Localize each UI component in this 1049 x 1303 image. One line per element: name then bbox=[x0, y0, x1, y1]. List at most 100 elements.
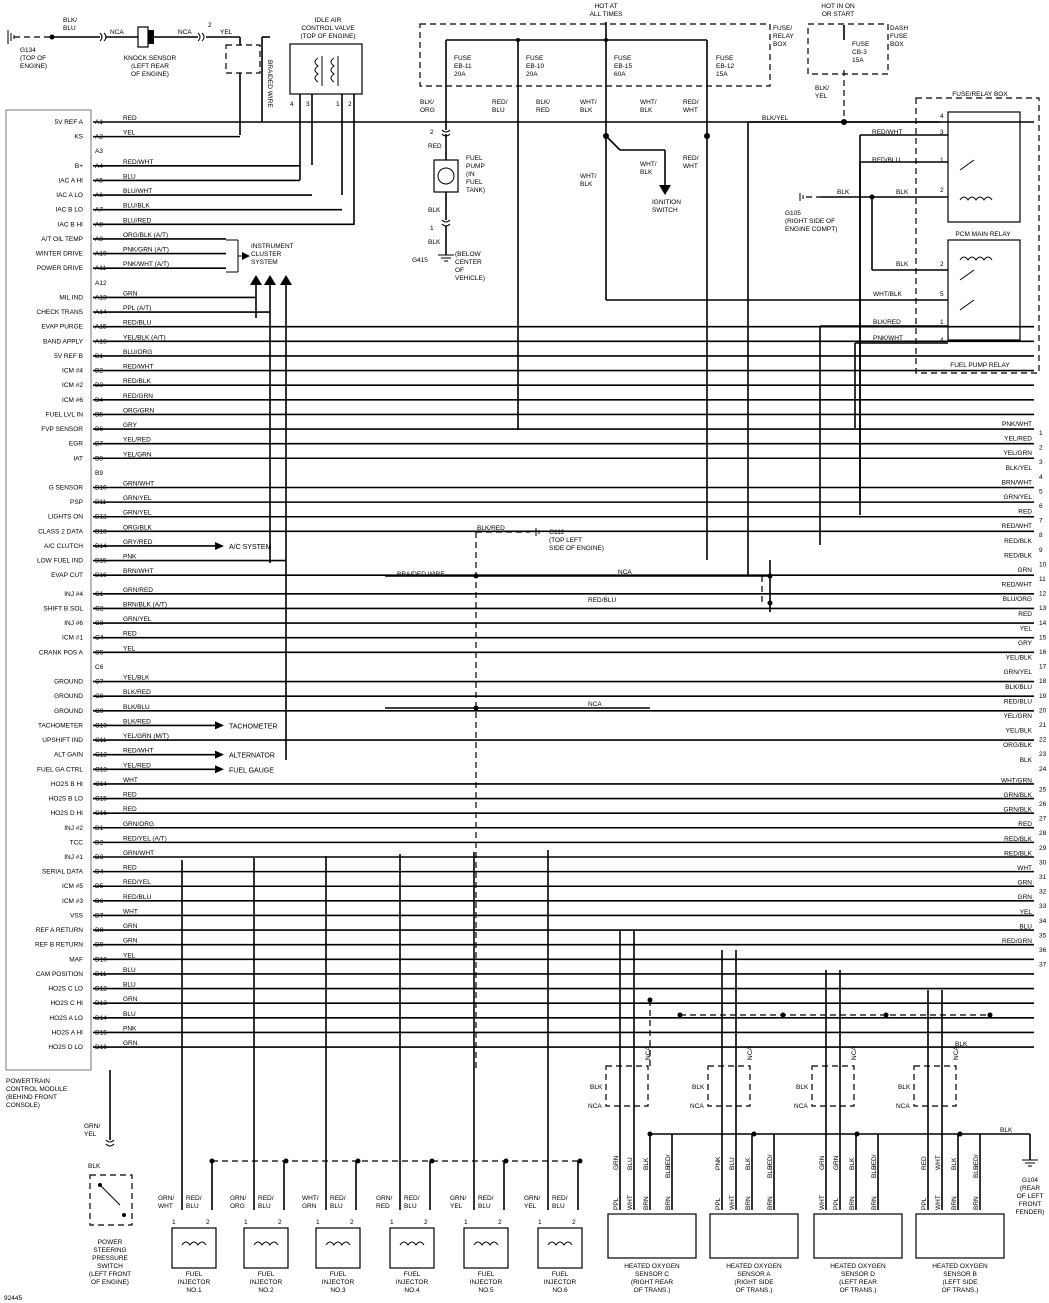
injector-wire-color: RED bbox=[376, 1203, 390, 1210]
o2-wire-color: RED/ bbox=[665, 1154, 672, 1170]
connector-wire-color: GRY bbox=[1018, 640, 1033, 647]
nca-label: NCA bbox=[588, 701, 602, 708]
pcm-wire-color: BLU/ORG bbox=[123, 349, 152, 356]
pcm-pin-label: FUEL GA CTRL bbox=[37, 766, 83, 773]
pcm-wire-color: PNK bbox=[123, 1025, 137, 1032]
knock-sensor-label: OF ENGINE) bbox=[131, 71, 169, 78]
connector-pin-number: 28 bbox=[1039, 830, 1047, 837]
connector-pin-number: 4 bbox=[1039, 474, 1043, 481]
ps-switch-label: POWER bbox=[98, 1239, 123, 1246]
injector-label: NO.3 bbox=[330, 1287, 346, 1294]
ps-switch-label: PRESSURE bbox=[92, 1255, 128, 1262]
pcm-wire-color: BLK/BLU bbox=[123, 704, 150, 711]
pcm-wire-color: RED bbox=[123, 115, 137, 122]
injector-label: NO.5 bbox=[478, 1287, 494, 1294]
connector-pin-number: 22 bbox=[1039, 737, 1047, 744]
o2-wire-color: BLK bbox=[849, 1157, 856, 1170]
iac-pin-number: 4 bbox=[290, 101, 294, 108]
o2-sensor-label: HEATED OXYGEN bbox=[932, 1263, 988, 1270]
pcm-pin-label: ICM #4 bbox=[62, 368, 83, 375]
fuse-cb3-label: CB-3 bbox=[852, 49, 867, 56]
o2-wire-color: BLK bbox=[643, 1157, 650, 1170]
injector-wire-color: RED/ bbox=[258, 1195, 274, 1202]
o2-wire-color: PPL bbox=[613, 1197, 620, 1210]
fuse-label: FUSE bbox=[526, 55, 544, 62]
pcm-caption: POWERTRAIN bbox=[6, 1078, 50, 1085]
relay-wire-color: PNK/WHT bbox=[873, 335, 903, 342]
pcm-pin-label: HO2S B HI bbox=[51, 781, 83, 788]
connector-pin-number: 33 bbox=[1039, 903, 1047, 910]
pcm-pin-label: REF A RETURN bbox=[36, 927, 84, 934]
connector-wire-color: RED/GRN bbox=[1002, 938, 1032, 945]
injector-pin: 2 bbox=[350, 1219, 354, 1226]
connector-wire-color: BLK bbox=[1020, 757, 1033, 764]
pcm-wire-color: YEL/GRN (M/T) bbox=[123, 733, 169, 740]
injector-box bbox=[171, 1227, 217, 1269]
fuse-label: 15A bbox=[716, 71, 728, 78]
connector-pin-number: 21 bbox=[1039, 722, 1047, 729]
o2-wire-color: BLU bbox=[627, 1157, 634, 1170]
pcm-wire-color: YEL bbox=[123, 130, 136, 137]
pcm-wire-color: BRN/WHT bbox=[123, 568, 153, 575]
relay-pin-number: 1 bbox=[940, 157, 944, 164]
o2-nca-label: NCA bbox=[747, 1046, 754, 1060]
nca-label: NCA bbox=[110, 29, 124, 36]
injector-label: NO.4 bbox=[404, 1287, 420, 1294]
pcm-pin-number: A3 bbox=[95, 148, 103, 155]
ignition-wire-color: BLK bbox=[580, 181, 593, 188]
pcm-wire-color: GRN bbox=[123, 923, 138, 930]
connector-pin-number: 2 bbox=[1039, 445, 1043, 452]
connector-pin-number: 8 bbox=[1039, 532, 1043, 539]
pcm-wire-color: BLU bbox=[123, 982, 136, 989]
fuel-pump-label: (IN bbox=[466, 171, 475, 178]
nca-label: NCA bbox=[618, 569, 632, 576]
o2-wire-color: WHT bbox=[819, 1195, 826, 1210]
pcm-wire-color: YEL/GRN bbox=[123, 451, 152, 458]
relay-wire-color: RED/WHT bbox=[872, 129, 902, 136]
pcm-pin-label: TACHOMETER bbox=[38, 722, 83, 729]
fuse-label: 20A bbox=[454, 71, 466, 78]
dash-fuse-box-label: DASH bbox=[890, 25, 908, 32]
braided-wire-label: BRAIDED WIRE bbox=[266, 60, 273, 108]
g104-label: G104 bbox=[1022, 1177, 1038, 1184]
g112-label: SIDE OF ENGINE) bbox=[549, 545, 604, 552]
o2-wire-color: RED/ bbox=[871, 1154, 878, 1170]
g104-label: OF LEFT bbox=[1017, 1193, 1044, 1200]
fuse-label: FUSE bbox=[614, 55, 632, 62]
pcm-pin-label: BAND APPLY bbox=[43, 338, 84, 345]
relay-pin-number: 2 bbox=[940, 261, 944, 268]
connector-wire-color: WHT/GRN bbox=[1001, 777, 1032, 784]
g105-label: ENGINE COMPT) bbox=[785, 226, 837, 233]
pcm-wire-color: GRN/ORG bbox=[123, 821, 154, 828]
connector-pin-number: 5 bbox=[1039, 488, 1043, 495]
o2-sensor-label: SENSOR D bbox=[841, 1271, 875, 1278]
o2-wire-color: BRN bbox=[973, 1196, 980, 1210]
connector-pin-number: 20 bbox=[1039, 707, 1047, 714]
connector-pin-number: 12 bbox=[1039, 591, 1047, 598]
pcm-pin-label: CLASS 2 DATA bbox=[38, 528, 84, 535]
knock-sensor bbox=[99, 26, 270, 135]
pcm-wire-color: PNK/GRN (A/T) bbox=[123, 247, 169, 254]
pcm-wire-color: WHT bbox=[123, 908, 138, 915]
pcm-pin-label: INJ #4 bbox=[64, 591, 83, 598]
injector-pin: 2 bbox=[572, 1219, 576, 1226]
o2-wire-color: BLK bbox=[951, 1157, 958, 1170]
fuse-wire-color: BLK/ bbox=[815, 85, 829, 92]
knock-sensor-label: (LEFT REAR bbox=[131, 63, 169, 70]
ps-switch-label: (LEFT FRONT bbox=[89, 1271, 131, 1278]
injector-harness bbox=[209, 1158, 583, 1164]
g415-location: (BELOW bbox=[455, 251, 482, 258]
fuse-wire-color: YEL bbox=[815, 93, 828, 100]
connector-wire-color: YEL/RED bbox=[1004, 436, 1032, 443]
o2-nca-label: NCA bbox=[851, 1046, 858, 1060]
pcm-pin-label: IAC B LO bbox=[56, 207, 83, 214]
pcm-pin-label: GROUND bbox=[54, 708, 83, 715]
connector-wire-color: YEL/GRN bbox=[1003, 450, 1032, 457]
g134-wire-color: BLK/ bbox=[63, 17, 77, 24]
injector-label: INJECTOR bbox=[178, 1279, 211, 1286]
pcm-wire-color: RED/BLU bbox=[123, 894, 151, 901]
ps-switch-wire-color: BLK bbox=[88, 1163, 101, 1170]
connector-wire-color: BLU bbox=[1019, 923, 1032, 930]
connector-wire-color: YEL/GRN bbox=[1003, 713, 1032, 720]
connector-wire-color: RED bbox=[1018, 821, 1032, 828]
